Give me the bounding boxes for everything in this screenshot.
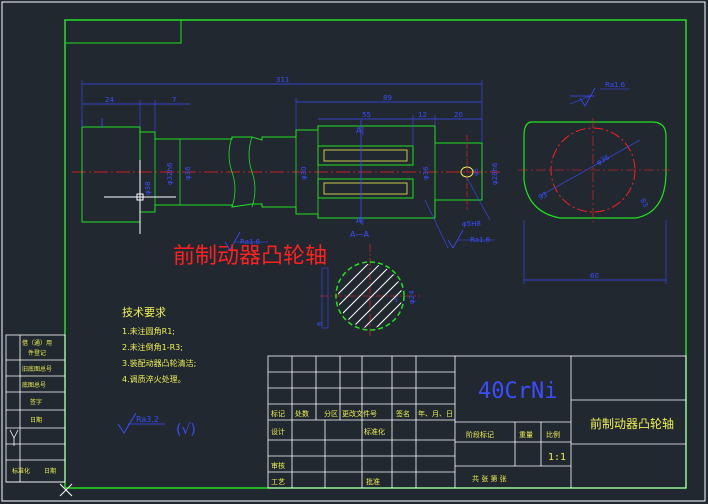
cam-dia: φ36 xyxy=(595,153,611,167)
dim-dia-1: φ32h6 xyxy=(166,162,174,185)
dim-left-step2: 7 xyxy=(172,96,176,104)
dim-small-dia: φ5 xyxy=(473,168,480,176)
keyway-top xyxy=(317,145,414,166)
side-item-8: 日期 xyxy=(44,467,56,475)
tech-req-item-2: 2.未注倒角1-R3; xyxy=(122,342,183,352)
dim-right-section: 89 xyxy=(383,94,392,102)
label-scale: 比例 xyxy=(546,430,560,439)
keyway-bottom xyxy=(317,178,414,199)
dim-dia-2: φ36 xyxy=(184,166,192,180)
scale-value: 1:1 xyxy=(548,452,566,463)
label-sign: 签名 xyxy=(396,409,410,418)
label-approve: 批准 xyxy=(366,477,380,486)
section-dia: φ24 xyxy=(408,290,416,304)
shaft-body xyxy=(140,125,483,219)
label-date: 年、月、日 xyxy=(418,409,453,418)
roughness-left: Ra1.6 xyxy=(240,238,261,246)
dim-left-step: 24 xyxy=(105,96,114,104)
section-name: A—A xyxy=(350,230,369,239)
side-item-6: 日期 xyxy=(30,416,42,424)
drawing-title-overlay: 前制动器凸轮轴 xyxy=(173,244,327,269)
side-item-2: 件登记 xyxy=(28,349,46,357)
break-line xyxy=(228,136,236,208)
roughness-top: Ra1.6 xyxy=(605,81,626,89)
shaft-head xyxy=(81,126,141,223)
cam-profile xyxy=(523,121,667,219)
dim-gap: 12 xyxy=(418,111,427,119)
dim-hole: φ5H8 xyxy=(462,220,481,228)
tech-req-item-4: 4.调质淬火处理。 xyxy=(122,374,186,384)
section-width: 6 xyxy=(316,321,324,326)
dim-total: 311 xyxy=(276,76,289,84)
title-block xyxy=(267,355,687,489)
label-review: 审核 xyxy=(271,461,285,470)
part-name: 前制动器凸轮轴 xyxy=(590,416,674,431)
label-standard: 标准化 xyxy=(364,427,385,436)
dim-keyway: 55 xyxy=(362,111,371,119)
roughness-check: (√) xyxy=(176,422,196,438)
dim-dia-4: φ30 xyxy=(300,166,308,180)
dim-dia-5: φ28h6 xyxy=(491,162,499,185)
label-zone: 分区 xyxy=(324,409,338,418)
label-stage: 阶段标记 xyxy=(466,430,494,439)
spline-section xyxy=(335,261,405,331)
code-box xyxy=(64,19,182,44)
tech-req-title: 技术要求 xyxy=(122,306,166,319)
side-block xyxy=(5,334,66,483)
cam-width: 60 xyxy=(590,272,599,280)
label-process: 工艺 xyxy=(271,478,285,486)
section-small: 5 xyxy=(394,297,398,304)
side-item-3: 旧底图总号 xyxy=(22,365,52,373)
cam-dim-1: 93 xyxy=(537,191,549,202)
dim-dia-3: φ38 xyxy=(144,181,152,195)
tech-req-item-3: 3.装配动器凸轮清洁; xyxy=(122,358,196,368)
tech-req-item-1: 1.未注圆角R1; xyxy=(122,326,175,336)
dim-dia-6: φ36 xyxy=(422,166,430,180)
section-label-bottom: A| xyxy=(356,216,364,225)
material: 40CrNi xyxy=(478,379,557,404)
side-item-7: 标准化 xyxy=(12,467,30,475)
cam-dim-2: 83 xyxy=(638,197,649,209)
dim-right-end: 20 xyxy=(454,111,463,119)
label-design: 设计 xyxy=(271,427,285,436)
label-change: 更改文件号 xyxy=(342,409,377,418)
sheet-info: 共 张 第 张 xyxy=(472,474,507,483)
side-item-5: 签字 xyxy=(30,398,42,406)
side-item-1: 借（通）用 xyxy=(22,339,52,347)
roughness-general: Ra3.2 xyxy=(136,415,159,424)
label-mark: 标记 xyxy=(271,409,285,418)
label-count: 处数 xyxy=(295,409,309,418)
side-item-4: 底图总号 xyxy=(22,381,46,389)
label-weight: 重量 xyxy=(519,431,533,439)
roughness-middle: Ra1.6 xyxy=(470,236,491,244)
section-label-top: A| xyxy=(356,126,364,135)
